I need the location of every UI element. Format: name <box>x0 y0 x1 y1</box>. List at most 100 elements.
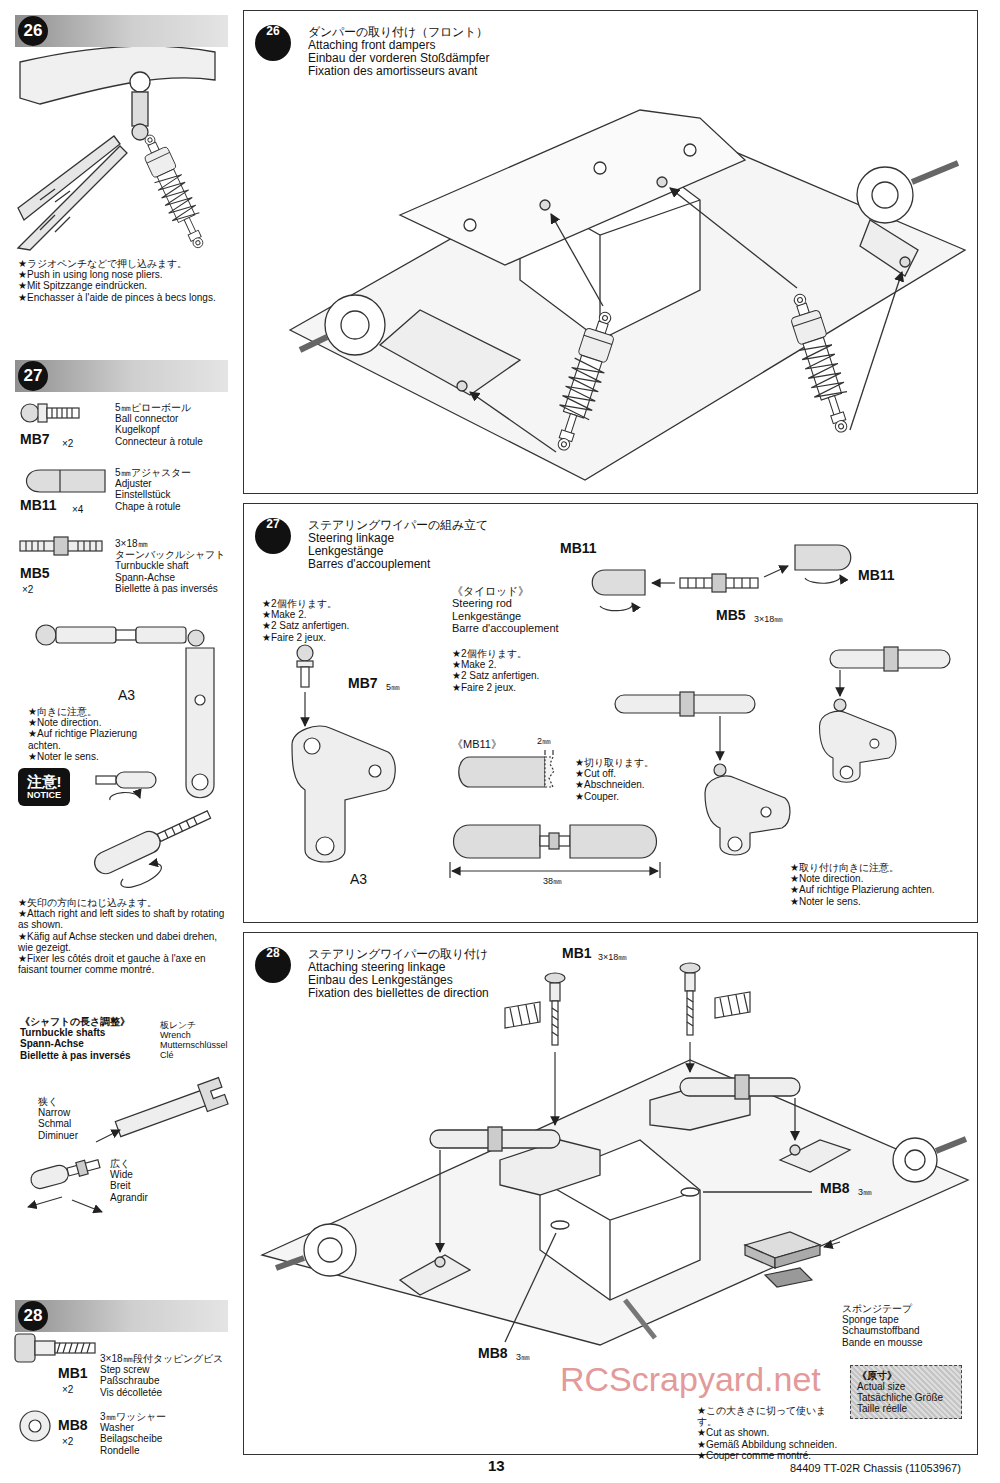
tie-rod-parts <box>652 582 675 583</box>
dimension: 3×18㎜ <box>754 614 783 624</box>
wrench-illustration <box>29 1155 101 1191</box>
size-note: Tatsächliche Größe <box>857 1392 955 1403</box>
part-name: Connecteur à rotule <box>115 436 225 447</box>
note-text: ★Faire 2 jeux. <box>452 682 539 693</box>
step-title: Einbau der vorderen Stoßdämpfer <box>308 52 977 65</box>
note-text: ★Noter le sens. <box>28 751 146 762</box>
linkage-fitting <box>714 764 726 776</box>
quantity: ×4 <box>72 504 83 515</box>
part-name: Schaumstoffband <box>842 1325 923 1336</box>
step-header: 27 <box>15 360 228 392</box>
label-group: MB11 <box>858 568 895 584</box>
label-group: 《タイロッド》Steering rodLenkgestängeBarre d'a… <box>452 585 559 634</box>
part-ref: A3 <box>118 688 135 704</box>
actual-size-box: 《原寸》Actual sizeTatsächliche GrößeTaille … <box>850 1365 962 1419</box>
step-screw-icon <box>15 1334 35 1362</box>
chassis-front <box>912 163 958 182</box>
section-heading: Steering rod <box>452 597 559 609</box>
damper-closeup <box>40 189 70 232</box>
notice-badge: 注意!NOTICE <box>18 768 70 806</box>
part-code: MB8 <box>820 1181 850 1197</box>
part-code: MB1 <box>58 1366 88 1382</box>
steering-arm-assembly <box>301 667 309 687</box>
linkage-fitting <box>705 776 790 855</box>
label-group: MB7 <box>20 432 50 448</box>
label-group: ★向きに注意。★Note direction.★Auf richtige Pla… <box>28 706 146 762</box>
step-number: 26 <box>255 25 291 61</box>
notice-illustration <box>91 805 224 899</box>
dimension: 3㎜ <box>858 1187 872 1197</box>
note-text: ★2個作ります。 <box>262 598 349 609</box>
adjust-label: Narrow <box>38 1107 78 1118</box>
part-name: Sponge tape <box>842 1314 923 1325</box>
part-name: Turnbuckle shaft <box>115 560 227 571</box>
label-group: 5㎜ピローボールBall connectorKugelkopfConnecteu… <box>115 402 225 447</box>
label-group: 3㎜ワッシャーWasherBeilagscheibeRondelle <box>100 1411 225 1456</box>
ball-connector-icon <box>21 404 39 422</box>
step-title: Fixation des biellettes de direction <box>308 987 977 1000</box>
part-ref: A3 <box>350 872 367 888</box>
step-screw <box>550 983 560 1001</box>
tool-name: Wrench <box>160 1030 228 1040</box>
section-heading: Lenkgestänge <box>452 610 559 622</box>
dimension: 5㎜ <box>386 682 400 692</box>
chassis-front <box>783 289 859 436</box>
part-name: 5㎜アジャスター <box>115 467 225 478</box>
dimension: 38㎜ <box>543 876 562 886</box>
step-screw-icon <box>57 1343 90 1353</box>
notice-illustration <box>165 817 197 838</box>
adjust-label: 広く <box>110 1158 148 1169</box>
note-text: ★Auf richtige Plazierung achten. <box>790 884 970 895</box>
linkage-orientation <box>136 627 186 643</box>
step-title: Attaching steering linkage <box>308 961 977 974</box>
step-screw <box>505 1002 540 1028</box>
chassis-front <box>341 311 369 339</box>
note-text: ★Auf richtige Plazierung achten. <box>28 728 146 750</box>
label-group: ×2 <box>62 1384 73 1395</box>
label-group: ★取り付け向きに注意。★Note direction.★Auf richtige… <box>790 862 970 907</box>
adjust-label: Diminuer <box>38 1130 78 1141</box>
label-group: ×4 <box>72 504 83 515</box>
step-screw <box>715 992 750 1018</box>
linkage-fitting <box>615 647 950 855</box>
steering-arm-assembly <box>297 661 313 667</box>
part-code: MB8 <box>58 1418 88 1434</box>
tie-rod-parts <box>795 545 851 570</box>
part-code: MB11 <box>560 541 597 557</box>
note-text: ★Cut as shown. <box>697 1427 845 1438</box>
part-name: Adjuster <box>115 478 225 489</box>
part-name: Spann-Achse <box>115 572 227 583</box>
step-screw <box>687 991 693 1035</box>
chassis-steering <box>435 1257 445 1267</box>
wrench-illustration <box>67 1160 100 1176</box>
notice-illustration <box>96 776 116 784</box>
tie-rod-parts <box>712 574 726 592</box>
damper-closeup <box>135 130 212 253</box>
part-code: MB7 <box>20 432 50 448</box>
note-text: ★Couper comme montré. <box>697 1450 845 1461</box>
label-group: 13 <box>488 1458 505 1475</box>
dimension: 3×18㎜ <box>598 952 627 962</box>
chassis-steering <box>439 1150 440 1252</box>
note-text: ★2 Satz anfertigen. <box>452 670 539 681</box>
note-text: ★取り付け向きに注意。 <box>790 862 970 873</box>
part-code: MB11 <box>20 498 57 514</box>
linkage-fitting <box>728 837 742 851</box>
label-group: MB1 <box>58 1366 88 1382</box>
note-text: ★2個作ります。 <box>452 648 539 659</box>
chassis-front <box>684 144 696 156</box>
linkage-orientation <box>192 774 208 790</box>
part-name: Einstellstück <box>115 489 225 500</box>
chassis-front <box>290 110 965 480</box>
chassis-steering <box>790 1145 800 1155</box>
adjust-label: Wide <box>110 1169 148 1180</box>
notice-text: 注意! <box>20 773 68 790</box>
note-text: ★Couper. <box>575 791 654 802</box>
step-screw-icon <box>15 1334 95 1362</box>
cut-diagram <box>454 825 541 858</box>
label-group: MB11 <box>20 498 57 514</box>
label-group: 3×18㎜段付タッピングビスStep screwPaßschraubeVis d… <box>100 1353 225 1398</box>
note-text: ★Noter le sens. <box>790 896 970 907</box>
chassis-front <box>400 110 745 265</box>
chassis-steering <box>505 1233 556 1342</box>
